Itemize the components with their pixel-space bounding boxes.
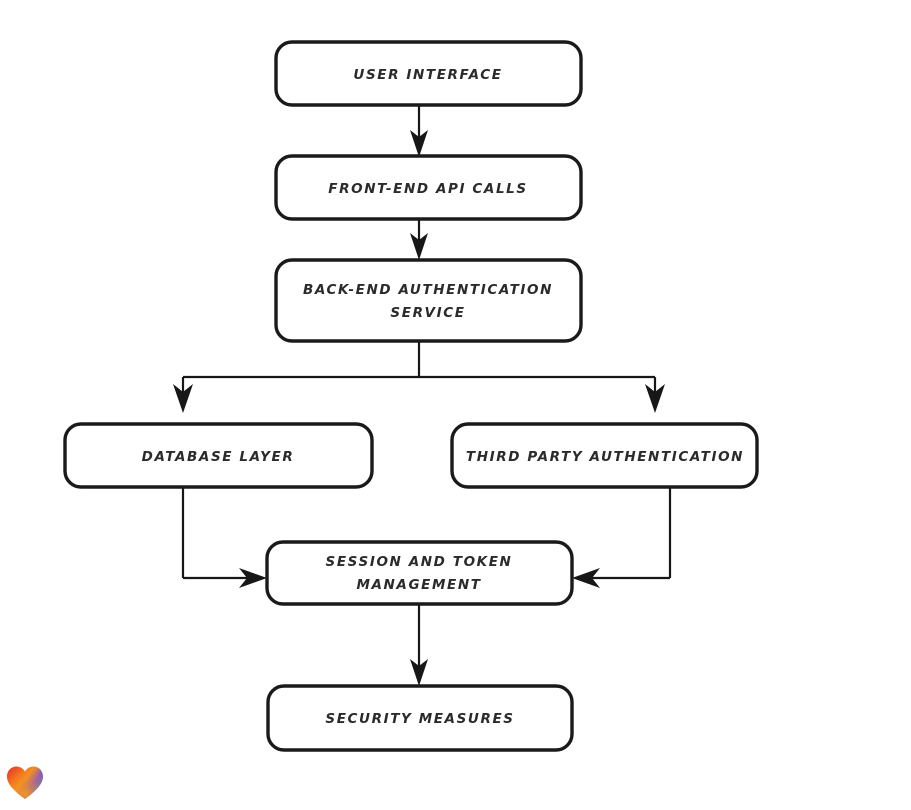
node-third-party-auth-label: THIRD PARTY AUTHENTICATION <box>466 449 744 465</box>
node-session-token-label-line2: MANAGEMENT <box>356 577 481 593</box>
node-frontend-api-label: FRONT-END API CALLS <box>328 181 527 197</box>
node-backend-auth-label-line2: SERVICE <box>390 305 465 321</box>
node-backend-auth[interactable]: BACK-END AUTHENTICATION SERVICE <box>274 258 583 343</box>
node-backend-auth-shape[interactable] <box>274 258 583 343</box>
edge-third-party-auth-to-session-token <box>572 487 672 588</box>
node-user-interface-shape[interactable] <box>274 40 583 107</box>
node-database-layer-shape[interactable] <box>63 422 374 489</box>
node-security-label: SECURITY MEASURES <box>325 711 514 727</box>
node-third-party-auth-shape[interactable] <box>450 422 759 489</box>
node-database-layer[interactable]: DATABASE LAYER <box>63 422 374 489</box>
node-user-interface-label: USER INTERFACE <box>353 67 502 83</box>
edge-database-layer-to-session-token <box>181 487 267 588</box>
heart-icon-glow <box>7 766 43 799</box>
node-security-shape[interactable] <box>266 684 574 752</box>
node-session-token[interactable]: SESSION AND TOKEN MANAGEMENT <box>265 540 574 606</box>
node-third-party-auth[interactable]: THIRD PARTY AUTHENTICATION <box>450 422 759 489</box>
node-user-interface[interactable]: USER INTERFACE <box>274 40 583 107</box>
edge-user-interface-to-frontend-api <box>410 105 428 157</box>
edge-backend-auth-branch-bus <box>183 341 655 379</box>
node-session-token-label-line1: SESSION AND TOKEN <box>326 554 513 570</box>
node-backend-auth-label-line1: BACK-END AUTHENTICATION <box>303 282 553 298</box>
node-security[interactable]: SECURITY MEASURES <box>266 684 574 752</box>
node-database-layer-label: DATABASE LAYER <box>142 449 295 465</box>
edge-backend-auth-to-database-layer <box>173 377 193 413</box>
edge-backend-auth-to-third-party-auth <box>645 377 665 413</box>
node-session-token-shape[interactable] <box>265 540 574 606</box>
edge-frontend-api-to-backend-auth <box>410 219 428 260</box>
node-frontend-api[interactable]: FRONT-END API CALLS <box>274 154 583 221</box>
edge-session-token-to-security <box>410 604 428 686</box>
heart-icon <box>7 766 43 799</box>
node-frontend-api-shape[interactable] <box>274 154 583 221</box>
